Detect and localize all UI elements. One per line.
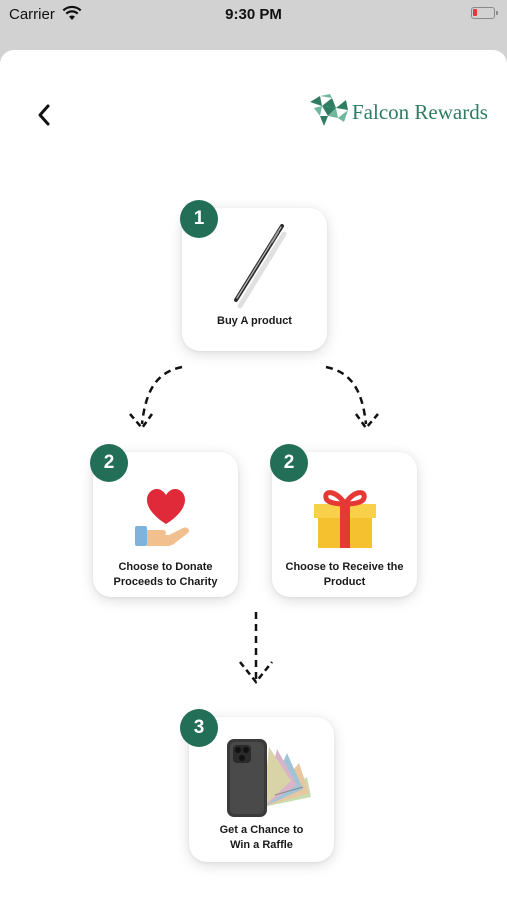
dashed-arrow-left-icon <box>129 365 183 431</box>
status-time: 9:30 PM <box>225 6 282 23</box>
phone-and-cash-icon <box>227 739 311 817</box>
wifi-icon <box>62 5 82 20</box>
step-number-badge: 2 <box>90 444 128 482</box>
step-label: Get a Chance to Win a Raffle <box>189 823 334 853</box>
gift-box-icon <box>314 490 376 548</box>
step-label-line: Choose to Receive the <box>285 561 404 573</box>
back-chevron-icon[interactable] <box>30 100 60 130</box>
step-label-line: Product <box>323 576 366 588</box>
battery-level <box>473 9 477 16</box>
status-bar: Carrier 9:30 PM <box>0 0 507 30</box>
step-number-badge: 1 <box>180 200 218 238</box>
step-number-badge: 3 <box>180 709 218 747</box>
dashed-arrow-right-icon <box>325 365 379 431</box>
step-label: Buy A product <box>217 315 292 327</box>
falcon-rewards-logo: Falcon Rewards <box>310 94 490 132</box>
step-label-line: Proceeds to Charity <box>113 576 218 588</box>
step-card-donate: Choose to Donate Proceeds to Charity <box>93 452 238 597</box>
step-label-line: Choose to Donate <box>118 561 213 573</box>
step-label-line: Get a Chance to <box>219 824 304 836</box>
logo-text: Falcon Rewards <box>352 100 488 124</box>
dashed-arrow-down-icon <box>239 612 273 685</box>
pen-icon <box>234 224 287 309</box>
step-number-badge: 2 <box>270 444 308 482</box>
rewards-sheet: Falcon Rewards Buy A product 1 Choose to… <box>0 50 507 900</box>
heart-hand-icon <box>135 489 190 546</box>
step-label-line: Win a Raffle <box>230 839 293 851</box>
step-label: Choose to Receive the Product <box>272 560 417 590</box>
carrier-label: Carrier <box>9 6 55 23</box>
step-card-raffle: Get a Chance to Win a Raffle <box>189 717 334 862</box>
step-label: Choose to Donate Proceeds to Charity <box>93 560 238 590</box>
falcon-logo-icon <box>310 94 348 126</box>
battery-icon <box>471 7 498 19</box>
